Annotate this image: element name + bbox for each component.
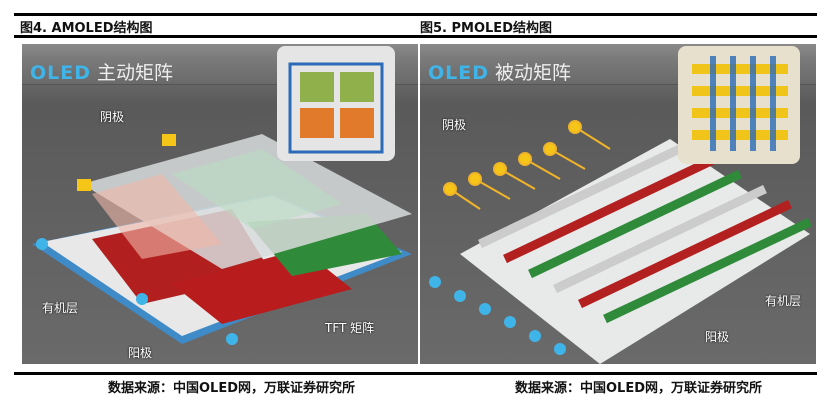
cathode-label: 阴极 (442, 118, 467, 132)
amoled-diagram (32, 46, 412, 345)
footer-rule (14, 372, 817, 375)
anode-label: 阳极 (128, 346, 153, 360)
figure-5-source: 数据来源：中国OLED网，万联证券研究所 (515, 381, 763, 396)
tft-matrix-label: TFT 矩阵 (325, 321, 375, 335)
anode-label: 阳极 (705, 330, 730, 344)
cathode-label: 阴极 (100, 110, 125, 124)
figure-4-title: 图4. AMOLED结构图 (20, 21, 153, 36)
top-rule (14, 13, 817, 16)
figure-5-title: 图5. PMOLED结构图 (420, 21, 552, 36)
pmoled-diagram (429, 46, 812, 364)
organic-layer-label: 有机层 (42, 301, 79, 315)
figure-4-source: 数据来源：中国OLED网，万联证券研究所 (108, 381, 356, 396)
organic-layer-label: 有机层 (765, 294, 802, 308)
header-rule (14, 35, 817, 38)
